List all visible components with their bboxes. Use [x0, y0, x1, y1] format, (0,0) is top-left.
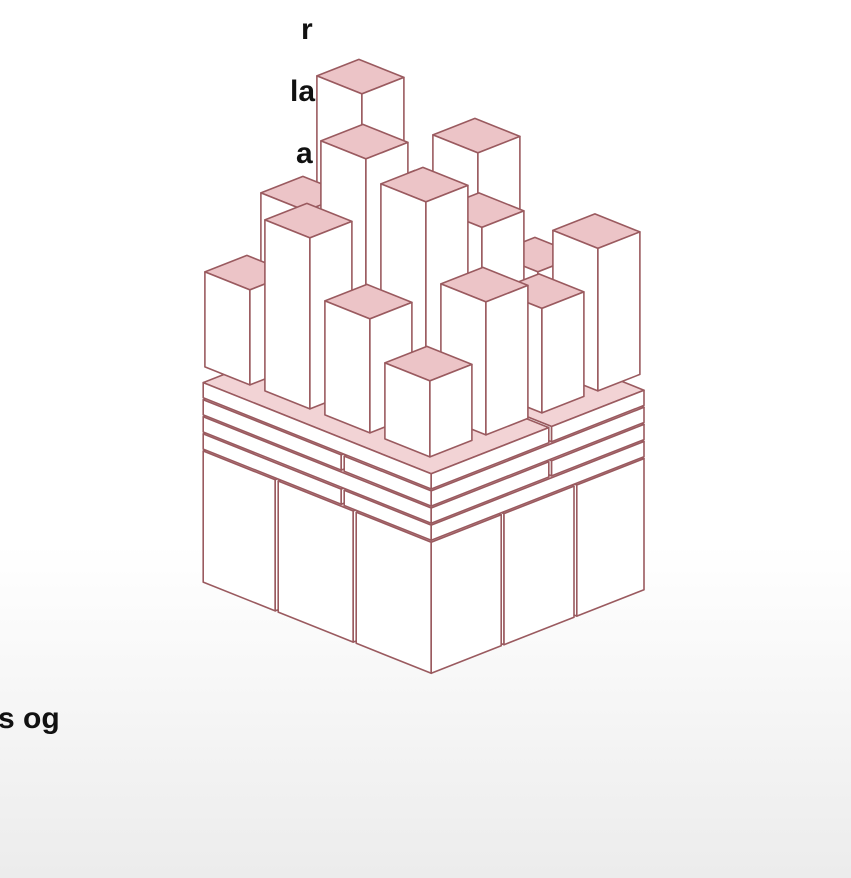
- tower-right-face: [597, 231, 641, 392]
- text-fragment-bottom: s og: [0, 702, 60, 735]
- floor-slab-right-face: [550, 389, 645, 443]
- base-pillar-left-face: [202, 450, 277, 612]
- tower-left-face: [204, 271, 251, 386]
- text-fragment-second: la: [290, 75, 316, 108]
- text-fragment-top: r: [301, 13, 313, 46]
- block-group: [202, 58, 645, 675]
- tower-left-face: [264, 219, 311, 410]
- tower-right-face: [485, 284, 529, 436]
- floor-slab-right-face: [430, 460, 550, 525]
- base-pillar-right-face: [503, 485, 575, 646]
- floor-slab-right-face: [430, 426, 550, 490]
- text-fragment-third: a: [296, 137, 313, 170]
- base-pillar-right-face: [430, 513, 503, 675]
- tower-right-face: [541, 291, 585, 414]
- floor-slab-right-face: [430, 440, 645, 542]
- floor-slab-right-face: [550, 423, 645, 477]
- tower-left-face: [324, 300, 371, 434]
- base-pillar-right-face: [575, 457, 645, 617]
- tower-right-face: [429, 363, 473, 458]
- floor-slab-right-face: [430, 406, 645, 507]
